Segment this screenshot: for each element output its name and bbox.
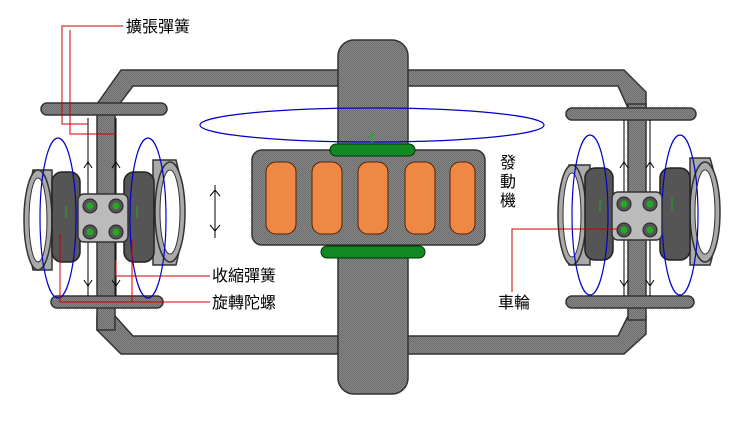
flywheel-axis-arrowhead	[367, 132, 377, 139]
leader-expansion-spring-a	[61, 25, 123, 125]
engine-cylinder	[265, 161, 297, 235]
label-wheel: 車輪	[498, 293, 530, 312]
left-upper-axle	[40, 102, 168, 116]
right-gyro-ball-core	[620, 200, 628, 208]
engine-top-gear	[329, 143, 416, 157]
left-outer-rim-hole-b	[159, 169, 181, 255]
leader-lines	[59, 25, 617, 303]
right-gyro-ball-core	[646, 226, 654, 234]
engine-cylinder	[404, 161, 436, 235]
leader-gyroscope-a	[59, 234, 210, 303]
right-lower-axle	[565, 295, 695, 309]
left-rotation-ellipse	[39, 137, 77, 299]
engine-cylinder	[311, 161, 343, 235]
vertical-motion-arrow	[209, 185, 221, 238]
right-wheel-assembly	[557, 120, 721, 296]
left-wheel-assembly	[23, 118, 186, 299]
leader-contraction-spring	[115, 260, 210, 277]
label-contraction-spring: 收縮彈簧	[212, 266, 276, 285]
engine-cylinder	[449, 161, 476, 235]
label-gyroscope: 旋轉陀螺	[212, 293, 276, 312]
label-expansion-spring: 擴張彈簧	[126, 17, 190, 36]
leader-expansion-spring-b	[69, 30, 116, 135]
left-gyro-ball-core	[112, 202, 120, 210]
right-inner-tread	[584, 167, 614, 261]
engine-cylinder	[357, 161, 389, 235]
right-gyro-ball-core	[620, 226, 628, 234]
engine-bottom-gear	[320, 245, 426, 259]
left-outer-rim-hole	[28, 177, 48, 263]
leader-wheel	[511, 228, 617, 292]
right-inner-tread-b	[659, 167, 691, 261]
engine	[251, 143, 486, 259]
right-upper-axle	[565, 107, 697, 121]
left-gyro-ball-core	[112, 228, 120, 236]
right-outer-rim-hole-b	[694, 169, 716, 255]
left-rotation-ellipse-b	[129, 137, 167, 299]
label-engine: 發動機	[500, 153, 516, 210]
left-gyro-ball-core	[86, 228, 94, 236]
right-rotation-ellipse	[571, 134, 609, 296]
left-gyro-ball-core	[86, 202, 94, 210]
right-gyro-ball-core	[646, 200, 654, 208]
